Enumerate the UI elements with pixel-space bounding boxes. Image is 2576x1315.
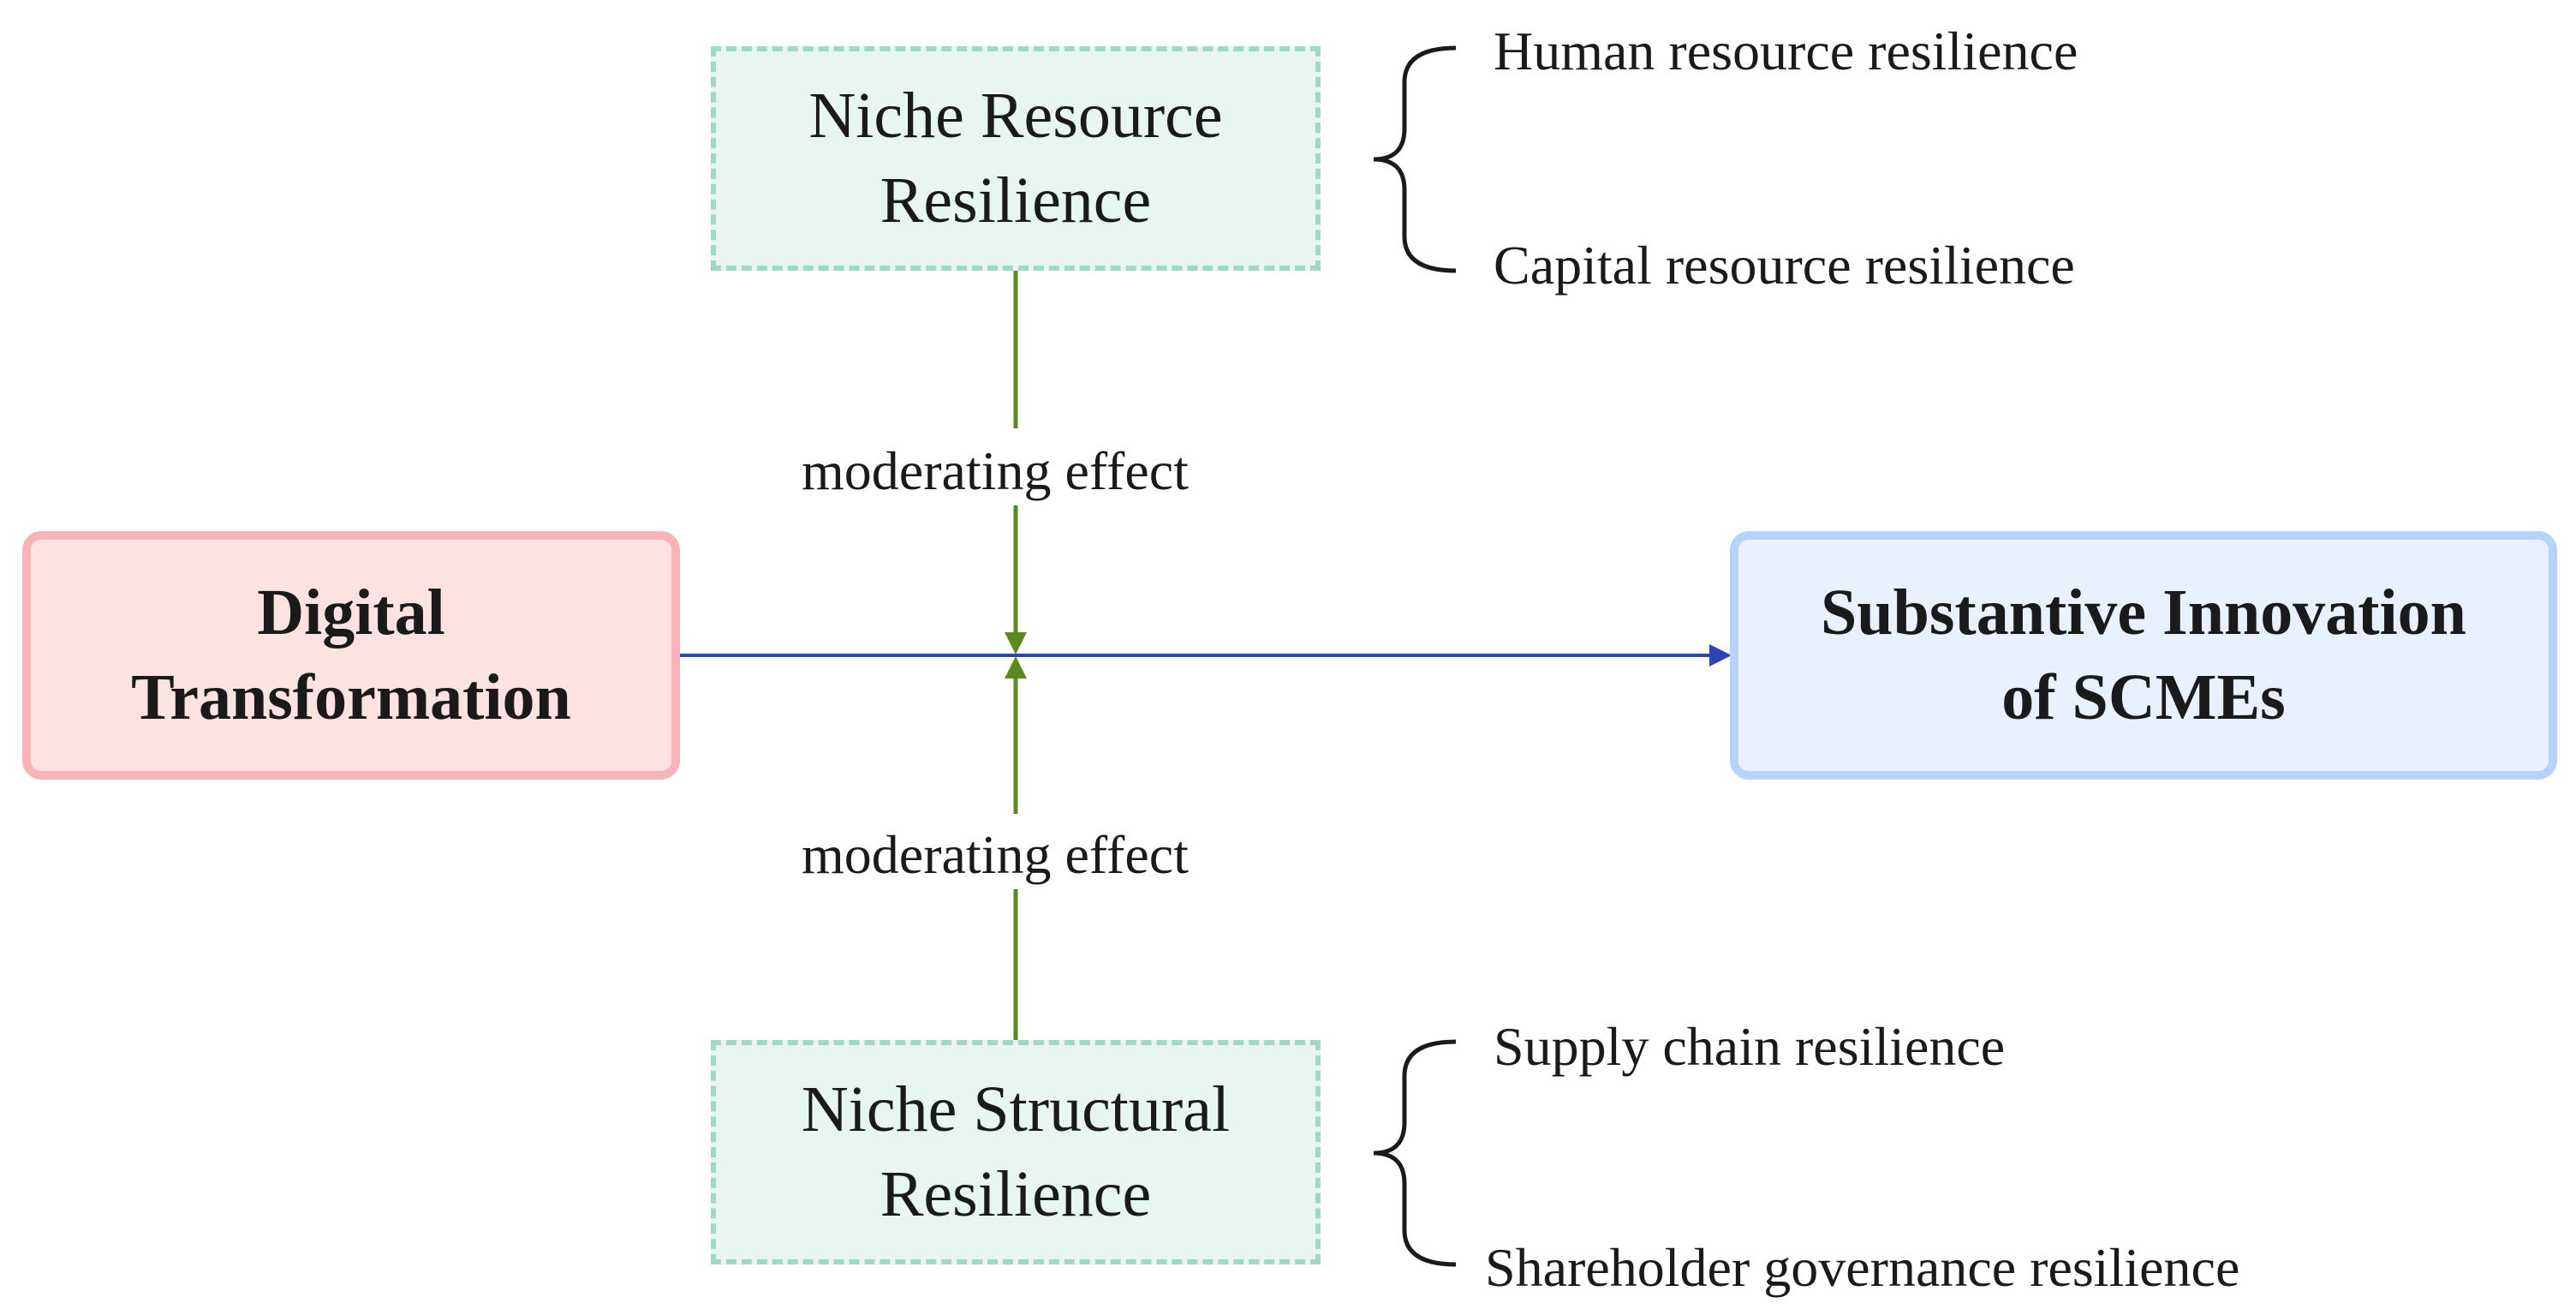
- moderating-arrow-bottom-head: [1005, 656, 1027, 678]
- dimension-human-resource: Human resource resilience: [1494, 21, 2078, 81]
- digital-transformation-line-2: Transformation: [131, 661, 571, 733]
- niche-structural-resilience-node: Niche Structural Resilience: [711, 1040, 1321, 1264]
- brace-resource-dimensions: [1373, 45, 1457, 273]
- niche-resource-resilience-node: Niche Resource Resilience: [711, 46, 1321, 271]
- niche-resource-line-1: Niche Resource: [808, 80, 1223, 152]
- digital-transformation-node: Digital Transformation: [22, 531, 680, 780]
- main-effect-arrowhead: [1709, 644, 1732, 666]
- dimension-supply-chain: Supply chain resilience: [1494, 1016, 2006, 1077]
- substantive-innovation-line-2: of SCMEs: [2001, 661, 2286, 733]
- substantive-innovation-line-1: Substantive Innovation: [1821, 577, 2466, 649]
- niche-structural-line-1: Niche Structural: [801, 1073, 1231, 1146]
- moderating-effect-label-bottom: moderating effect: [802, 821, 1189, 889]
- substantive-innovation-node: Substantive Innovation of SCMEs: [1730, 531, 2557, 780]
- dimension-shareholder-governance: Shareholder governance resilience: [1485, 1237, 2240, 1298]
- dimension-capital-resource: Capital resource resilience: [1494, 235, 2075, 296]
- niche-resource-line-2: Resilience: [880, 164, 1152, 236]
- moderating-arrow-top-head: [1005, 632, 1027, 655]
- moderating-effect-label-top: moderating effect: [802, 437, 1189, 505]
- digital-transformation-line-1: Digital: [257, 577, 445, 649]
- niche-structural-line-2: Resilience: [880, 1158, 1152, 1230]
- brace-structural-dimensions: [1373, 1039, 1457, 1267]
